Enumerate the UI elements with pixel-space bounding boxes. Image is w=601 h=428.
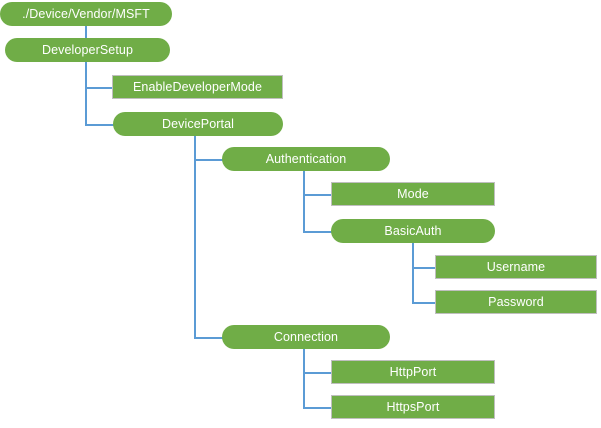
node-password[interactable]: Password	[435, 290, 597, 314]
connector-root-to-developersetup	[85, 26, 87, 38]
connector-basicauth-to-username	[412, 267, 436, 269]
connector-authentication-trunk	[303, 171, 305, 232]
connector-deviceportal-to-auth	[194, 159, 223, 161]
connector-developersetup-to-enable	[85, 87, 113, 89]
node-httpsport[interactable]: HttpsPort	[331, 395, 495, 419]
node-enabledevmode[interactable]: EnableDeveloperMode	[112, 75, 283, 99]
connector-developersetup-trunk	[85, 62, 87, 125]
node-mode[interactable]: Mode	[331, 182, 495, 206]
connector-connection-trunk	[303, 349, 305, 408]
connector-authentication-to-basicauth	[303, 231, 332, 233]
node-deviceportal[interactable]: DevicePortal	[113, 112, 283, 136]
connector-basicauth-to-password	[412, 302, 436, 304]
node-developersetup[interactable]: DeveloperSetup	[5, 38, 170, 62]
connector-developersetup-to-portal	[85, 124, 114, 126]
connector-authentication-to-mode	[303, 194, 332, 196]
connector-deviceportal-to-connection	[194, 337, 223, 339]
connector-connection-to-httpsport	[303, 407, 332, 409]
node-httpport[interactable]: HttpPort	[331, 360, 495, 384]
node-root[interactable]: ./Device/Vendor/MSFT	[0, 2, 172, 26]
node-connection[interactable]: Connection	[222, 325, 390, 349]
connector-connection-to-httpport	[303, 372, 332, 374]
connector-basicauth-trunk	[412, 243, 414, 303]
node-authentication[interactable]: Authentication	[222, 147, 390, 171]
node-username[interactable]: Username	[435, 255, 597, 279]
node-basicauth[interactable]: BasicAuth	[331, 219, 495, 243]
connector-deviceportal-trunk	[194, 136, 196, 338]
